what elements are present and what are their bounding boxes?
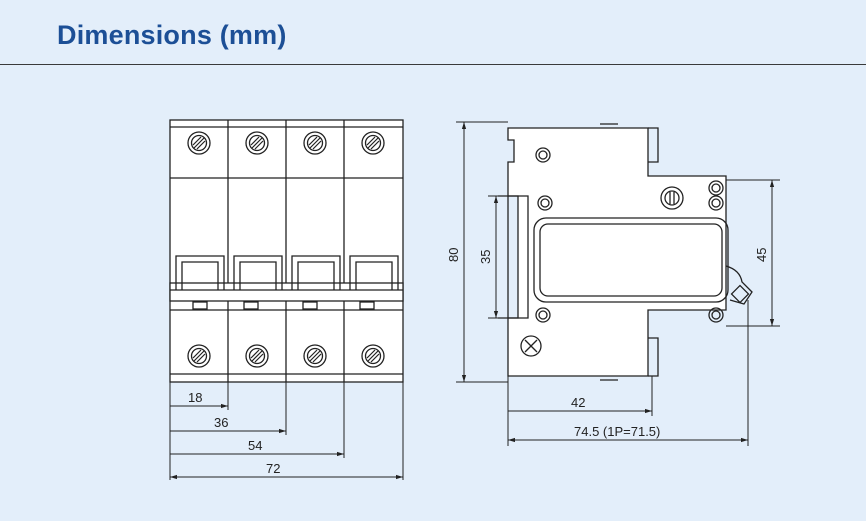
dim-74-5-label: 74.5 (1P=71.5) (574, 424, 660, 439)
dim-18-label: 18 (188, 390, 202, 405)
side-view (498, 123, 753, 381)
front-dimension-lines (169, 382, 404, 480)
dim-72-label: 72 (266, 461, 280, 476)
side-dimension-lines (456, 121, 780, 446)
dim-45-label: 45 (754, 248, 769, 262)
dim-36-label: 36 (214, 415, 228, 430)
front-view (169, 119, 404, 383)
dim-35-label: 35 (478, 250, 493, 264)
dim-80-label: 80 (446, 248, 461, 262)
title-divider (0, 64, 866, 65)
dim-54-label: 54 (248, 438, 262, 453)
page-title: Dimensions (mm) (57, 20, 287, 50)
dim-42-label: 42 (571, 395, 585, 410)
toggle-handles (175, 255, 399, 290)
